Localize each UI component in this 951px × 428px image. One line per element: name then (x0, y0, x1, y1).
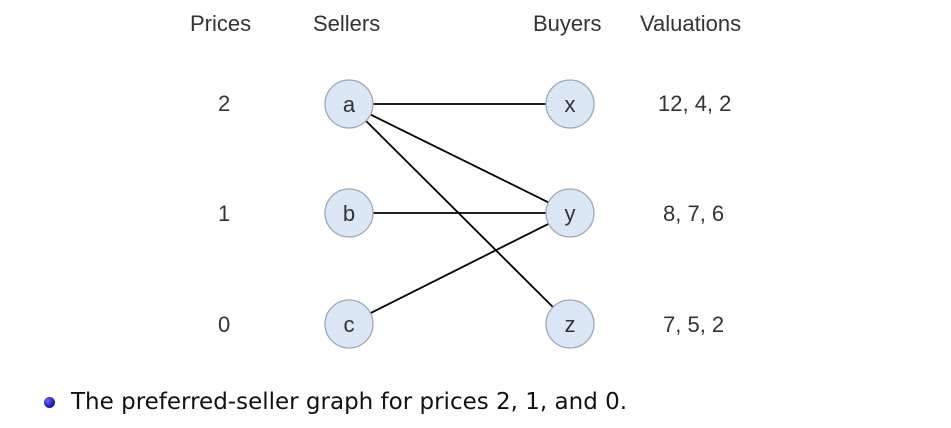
header-valuations: Valuations (640, 11, 742, 36)
header-sellers: Sellers (313, 11, 381, 36)
header-prices: Prices (190, 11, 252, 36)
seller-node-circle (324, 299, 374, 349)
header-buyers: Buyers (533, 11, 602, 36)
seller-node-a: a (324, 79, 374, 129)
buyer-node-label: z (565, 312, 576, 337)
buyer-node-circle (545, 299, 595, 349)
seller-node-label: c (344, 312, 355, 337)
edge-c-y (369, 222, 550, 315)
edges (365, 103, 554, 315)
buyer-node-label: y (565, 201, 576, 226)
buyer-node-x: x (545, 79, 595, 129)
buyer-node-circle (545, 79, 595, 129)
buyer-node-label: x (565, 92, 576, 117)
edge-a-z (365, 120, 554, 308)
valuation-label: 8, 7, 6 (663, 201, 725, 226)
buyer-node-circle (545, 188, 595, 238)
seller-node-label: b (343, 201, 355, 226)
seller-node-circle (324, 79, 374, 129)
bullet-icon (44, 396, 55, 408)
seller-node-c: c (324, 299, 374, 349)
seller-node-circle (324, 188, 374, 238)
preferred-seller-graph: a b c x y z (324, 79, 595, 349)
buyer-node-y: y (545, 188, 595, 238)
price-label: 0 (218, 312, 231, 337)
price-label: 2 (218, 91, 231, 116)
caption-text: The preferred-seller graph for prices 2,… (71, 389, 628, 415)
valuation-label: 12, 4, 2 (658, 91, 732, 116)
buyer-node-z: z (545, 299, 595, 349)
edge-a-y (370, 113, 549, 204)
caption: The preferred-seller graph for prices 2,… (44, 389, 627, 415)
seller-node-b: b (324, 188, 374, 238)
seller-node-label: a (343, 92, 356, 117)
valuation-label: 7, 5, 2 (663, 312, 725, 337)
price-label: 1 (218, 201, 231, 226)
